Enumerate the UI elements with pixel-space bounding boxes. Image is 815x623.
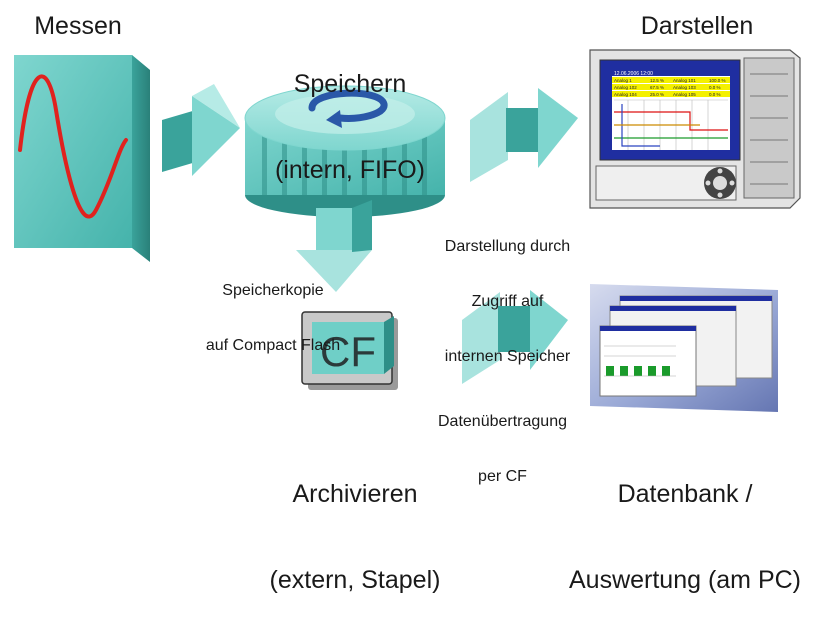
recorder-date: 12.06.2006 12:00 xyxy=(614,71,653,77)
store-subtitle: (intern, FIFO) xyxy=(274,155,425,184)
diagram-canvas: 12.06.2006 12:00 Analog 1 12.5 % Analog … xyxy=(14,49,801,412)
stage-title-measure: Messen xyxy=(34,12,122,40)
svg-text:Analog 101: Analog 101 xyxy=(673,78,696,83)
pc-software-screenshot xyxy=(590,284,778,412)
svg-text:12.5 %: 12.5 % xyxy=(650,78,664,83)
stage-title-display: Darstellen xyxy=(640,12,754,40)
archive-subtitle: (extern, Stapel) xyxy=(269,565,441,594)
stage-title-database: Datenbank / Auswertung (am PC) xyxy=(560,422,810,623)
measure-block xyxy=(14,55,150,262)
svg-text:Analog 1: Analog 1 xyxy=(614,78,632,83)
svg-text:100.0 %: 100.0 % xyxy=(709,78,726,83)
rotation-arrow-icon xyxy=(308,89,388,122)
svg-text:0.0 %: 0.0 % xyxy=(709,85,721,90)
pc-trend-bars xyxy=(606,366,670,376)
svg-text:0.0 %: 0.0 % xyxy=(709,92,721,97)
database-title: Datenbank / xyxy=(617,479,753,508)
sine-wave xyxy=(18,74,128,219)
annotation-access: Darstellung durch Zugriff auf internen S… xyxy=(444,237,571,366)
memory-stack xyxy=(244,85,446,217)
svg-text:25.0 %: 25.0 % xyxy=(650,92,664,97)
arrow-store-to-display xyxy=(470,88,578,182)
cf-card-label: CF xyxy=(320,328,376,375)
svg-text:Analog 102: Analog 102 xyxy=(614,85,637,90)
recorder-value-rows: Analog 1 12.5 % Analog 101 100.0 % Analo… xyxy=(612,77,730,97)
arrow-store-to-cf xyxy=(296,200,372,292)
svg-text:Analog 105: Analog 105 xyxy=(673,92,696,97)
stage-title-store: Speichern (intern, FIFO) xyxy=(255,12,445,213)
store-title: Speichern xyxy=(293,69,407,98)
svg-text:Analog 103: Analog 103 xyxy=(673,85,696,90)
memory-slices xyxy=(262,128,427,206)
recorder-device: 12.06.2006 12:00 Analog 1 12.5 % Analog … xyxy=(589,49,801,209)
cf-card: CF xyxy=(301,311,398,390)
annotation-copy: Speicherkopie auf Compact Flash xyxy=(205,281,341,354)
archive-title: Archivieren xyxy=(292,479,418,508)
svg-text:Analog 104: Analog 104 xyxy=(614,92,637,97)
database-subtitle: Auswertung (am PC) xyxy=(568,565,802,594)
arrow-cf-to-pc xyxy=(462,290,568,384)
stage-title-archive: Archivieren (extern, Stapel) xyxy=(255,422,455,623)
svg-text:67.5 %: 67.5 % xyxy=(650,85,664,90)
annotation-transfer: Datenübertragung per CF xyxy=(438,412,567,485)
arrow-measure-to-store xyxy=(162,84,240,176)
recorder-trend-lines xyxy=(614,104,728,147)
